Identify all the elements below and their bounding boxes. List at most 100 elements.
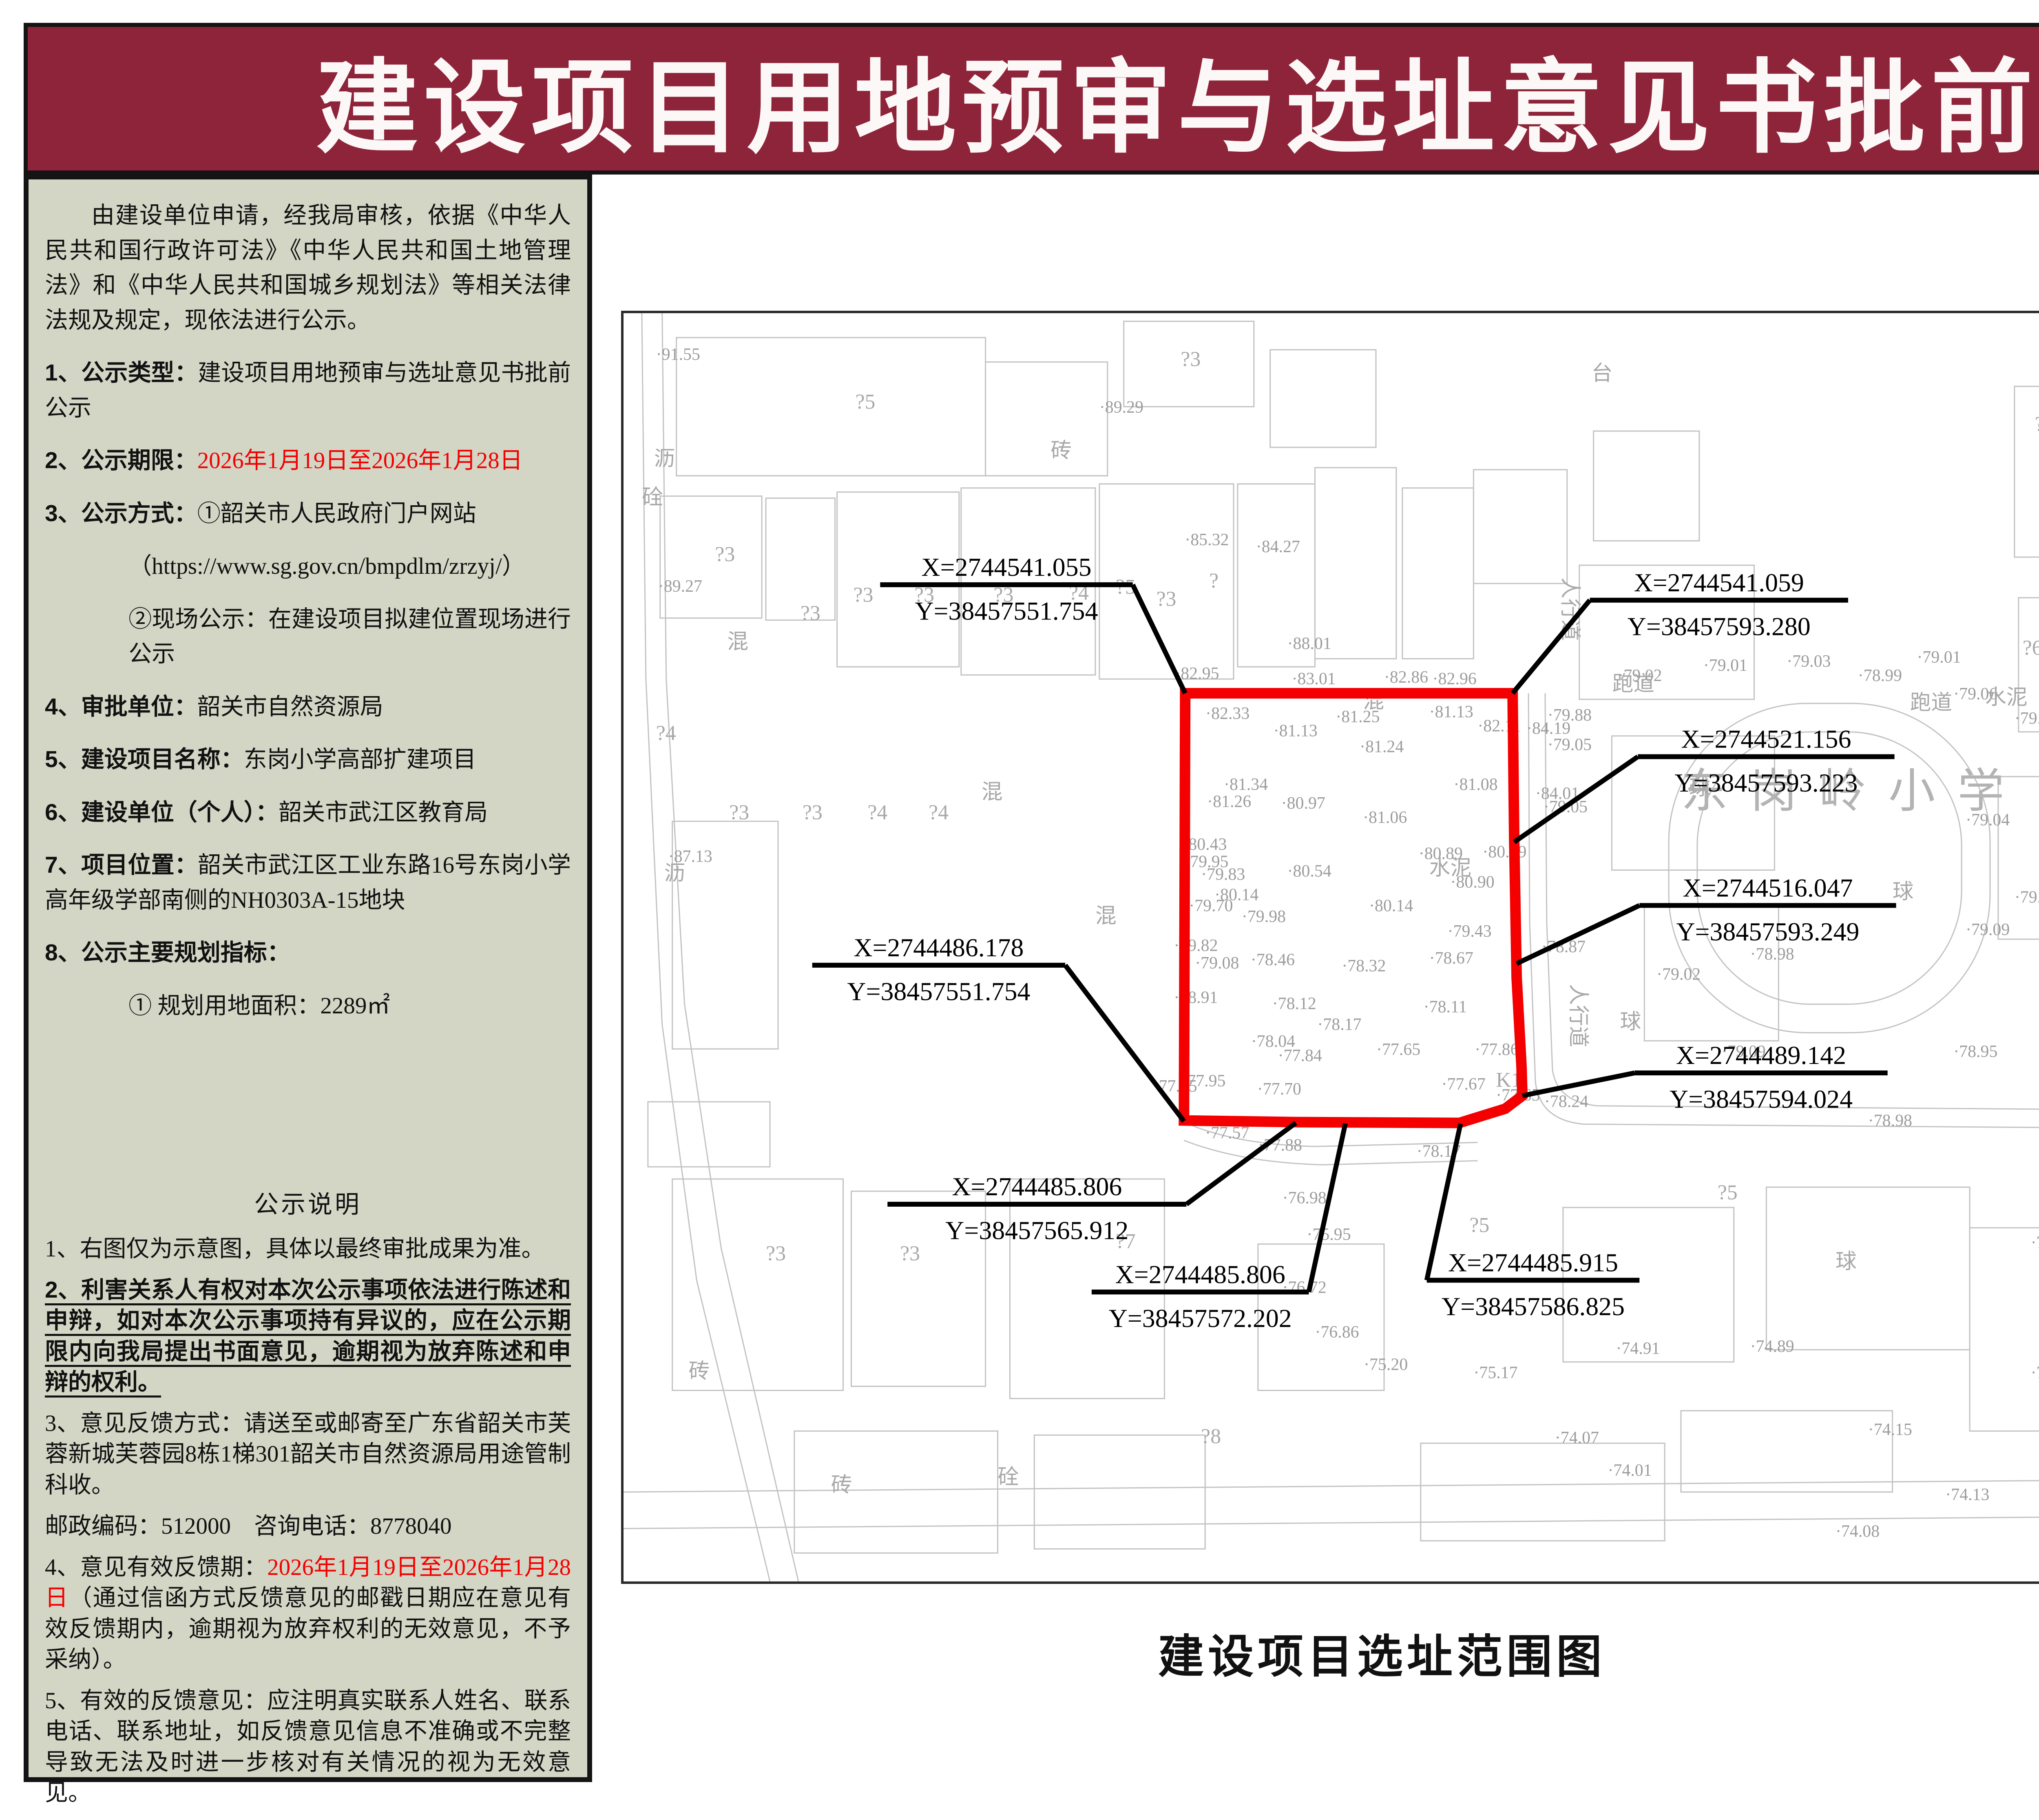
elevation-label: ·78.98	[1868, 1112, 1912, 1130]
coord-leader-line	[1510, 598, 1592, 695]
elevation-label: ·76.98	[1283, 1189, 1327, 1207]
notice-item-value: ②现场公示：在建设项目拟建位置现场进行公示	[128, 606, 571, 667]
elevation-label: ·79.83	[1201, 865, 1245, 884]
map-building	[1009, 1178, 1165, 1399]
school-name-label: 东岗岭小学	[1681, 765, 2027, 817]
coord-leader-line	[1515, 903, 1641, 966]
notice-item: 5、建设项目名称：东岗小学高部扩建项目	[45, 742, 571, 777]
elevation-label: ·74.01	[1608, 1461, 1652, 1480]
elevation-label: ·79.43	[1448, 922, 1492, 941]
map-building	[2018, 597, 2039, 733]
map-road	[1183, 1121, 1478, 1147]
elevation-label: ·74.07	[1555, 1429, 1599, 1447]
coord-leader-line	[1306, 1123, 1348, 1293]
cad-label: ?6	[2023, 636, 2039, 659]
notice-item: 1、公示类型：建设项目用地预审与选址意见书批前公示	[45, 356, 571, 425]
elevation-label: ·79.09	[1722, 1042, 1766, 1061]
cad-label: ?8	[1201, 1425, 1221, 1448]
notice-item-label: 5、建设项目名称：	[45, 746, 244, 772]
elevation-label: ·81.13	[1274, 722, 1318, 741]
map-building	[1473, 469, 1568, 584]
cad-label: ?5	[1469, 1214, 1489, 1237]
cad-label: ?3	[803, 801, 823, 824]
map-building	[1269, 349, 1377, 448]
coord-y-label: Y=38457594.024	[1670, 1085, 1853, 1114]
elevation-label: ·75.17	[1473, 1364, 1517, 1382]
note-segment: 2026年1月19日至2026年1月28日	[45, 1555, 571, 1611]
elevation-label: ·79.03	[1787, 652, 1831, 671]
notice-item: 7、项目位置：韶关市武江区工业东路16号东岗小学高年级学部南侧的NH0303A-…	[45, 848, 571, 918]
header-band: 建设项目用地预审与选址意见书批前公示	[24, 23, 2039, 175]
map-building	[1420, 1442, 1665, 1541]
coord-y-label: Y=38457593.249	[1676, 917, 1859, 946]
elevation-label: ·85.32	[1185, 531, 1229, 549]
elevation-label: ·83.01	[1292, 670, 1336, 688]
elevation-label: ·77.84	[1278, 1046, 1322, 1065]
note-segment: 5、有效的反馈意见：应注明真实联系人姓名、联系电话、联系地址，如反馈意见信息不准…	[45, 1688, 571, 1806]
elevation-label: ·84.27	[1256, 537, 1300, 556]
map-building	[659, 495, 763, 619]
elevation-label: ·80.14	[1369, 896, 1413, 915]
cad-label: 硂	[642, 486, 663, 509]
map-building	[836, 491, 960, 668]
map-building	[851, 1190, 986, 1387]
elevation-label: ·79.02	[1618, 666, 1662, 685]
note-segment: （通过信函方式反馈意见的邮戳日期应在意见有效反馈期内，逾期视为放弃权利的无效意见…	[45, 1585, 571, 1672]
map-building	[1579, 564, 1755, 700]
map-building	[1643, 906, 1779, 1042]
cad-label: ?3	[715, 543, 735, 566]
elevation-label: ·80.97	[1281, 794, 1325, 813]
elevation-label: ·79.02	[1656, 965, 1701, 984]
cad-label: ?3	[801, 602, 820, 625]
map-road	[623, 1517, 2039, 1529]
elevation-label: ·79.04	[1966, 811, 2010, 829]
elevation-label: ·91.55	[656, 345, 700, 364]
notice-item: 3、公示方式：①韶关市人民政府门户网站	[45, 496, 571, 531]
elevation-label: ·82.86	[1384, 668, 1428, 687]
elevation-label: ·79.95	[1184, 853, 1228, 871]
elevation-label: ·80.43	[1183, 835, 1227, 854]
cad-label: 水泥	[1429, 857, 1472, 880]
map-building	[672, 1178, 844, 1391]
elevation-label: ·75.06	[2031, 1234, 2039, 1252]
map-road	[1544, 693, 2039, 1110]
elevation-label: ·78.24	[1544, 1092, 1588, 1111]
notice-item: 8、公示主要规划指标：	[45, 935, 571, 971]
notice-note: 4、意见有效反馈期：2026年1月19日至2026年1月28日（通过信函方式反馈…	[45, 1552, 571, 1675]
notice-item-value: ① 规划用地面积：2289㎡	[128, 993, 390, 1019]
note-segment: 4、意见有效反馈期：	[45, 1555, 268, 1581]
elevation-label: ·77.57	[1205, 1124, 1249, 1143]
elevation-label: ·87.13	[668, 847, 712, 866]
notice-note: 1、右图仅为示意图，具体以最终审批成果为准。	[45, 1234, 571, 1264]
map-building	[1969, 1227, 2039, 1432]
map-building	[1123, 321, 1255, 407]
cad-label: ?3	[994, 584, 1014, 607]
note-segment: 1、右图仅为示意图，具体以最终审批成果为准。	[45, 1236, 545, 1262]
cad-label: ?7	[2035, 413, 2039, 436]
elevation-label: ·81.26	[1207, 792, 1251, 811]
coord-leader-line	[1424, 1123, 1463, 1281]
elevation-label: ·81.08	[1454, 775, 1498, 794]
cad-label: 沥	[654, 447, 675, 471]
coord-x-label: X=2744486.178	[854, 933, 1024, 962]
cad-label: ?5	[855, 390, 875, 414]
notice-item-value: ①韶关市人民政府门户网站	[197, 500, 476, 526]
cad-label: ?3	[1181, 348, 1201, 371]
elevation-label: ·79.88	[1548, 706, 1592, 725]
notice-note: 2、利害关系人有权对本次公示事项依法进行陈述和申辩，如对本次公示事项持有异议的，…	[45, 1275, 571, 1398]
coord-x-label: X=2744541.059	[1634, 568, 1804, 597]
elevation-label: ·79.98	[1242, 907, 1286, 926]
elevation-label: ·78.17	[1317, 1015, 1361, 1034]
elevation-label: ·81.34	[1224, 775, 1268, 794]
cad-label: 水泥	[1985, 686, 2028, 709]
elevation-label: ·74.91	[1616, 1339, 1660, 1358]
notice-item-label: 6、建设单位（个人）：	[45, 799, 279, 825]
elevation-label: ·74.89	[1750, 1337, 1794, 1356]
elevation-label: ·79.08	[1195, 954, 1239, 973]
cad-label: ?4	[867, 801, 887, 824]
cad-label: 人行道	[1566, 984, 1590, 1047]
coord-x-label: X=2744516.047	[1683, 873, 1853, 902]
elevation-label: ·81.25	[1336, 708, 1380, 726]
elevation-label: ·81.24	[1360, 738, 1404, 756]
